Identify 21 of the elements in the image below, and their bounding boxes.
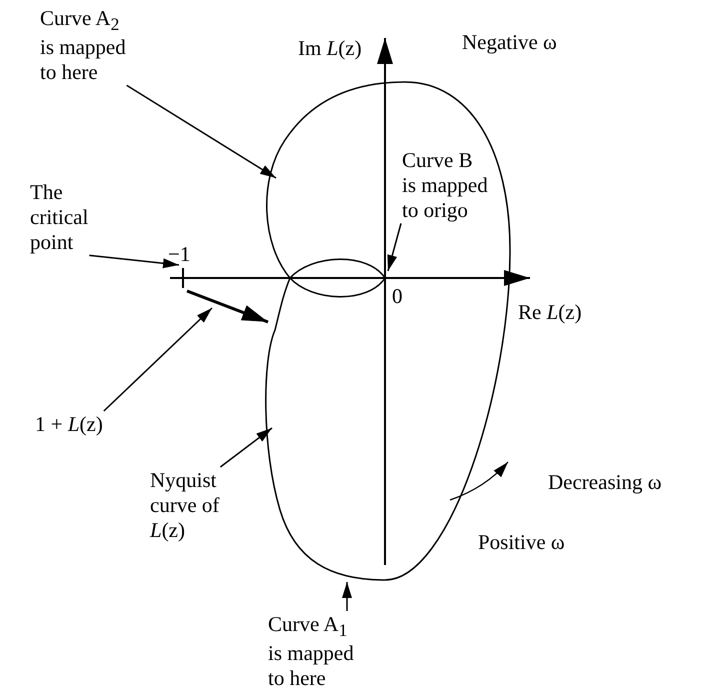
callout-text: The critical point — [30, 180, 122, 256]
region-label: Positive ω — [478, 530, 565, 556]
leader-line — [103, 307, 213, 412]
leader-line — [126, 84, 276, 179]
callout-text: Curve B is mapped to origo — [402, 148, 488, 224]
tick-mark — [182, 268, 184, 288]
leader-line — [342, 582, 352, 611]
leader-line — [387, 223, 402, 272]
callout-text: Curve A$_{1}$ is mapped to here — [268, 612, 358, 692]
callout-text: Nyquist curve of L(z) — [150, 468, 250, 544]
region-label: Negative ω — [462, 30, 557, 56]
direction-label: Decreasing ω — [548, 470, 662, 496]
callout-text: Curve A$_{2}$ is mapped to here — [40, 6, 130, 86]
axis-label: Re L(z) — [518, 300, 582, 326]
tick-label: −1 — [168, 242, 190, 268]
axis-label: Im L(z) — [298, 36, 362, 62]
leader-line — [89, 254, 180, 268]
tick-label: 0 — [392, 284, 402, 310]
vector-arrow — [186, 290, 269, 324]
callout-text: 1 + L(z) — [35, 412, 103, 438]
leader-line — [220, 427, 272, 468]
